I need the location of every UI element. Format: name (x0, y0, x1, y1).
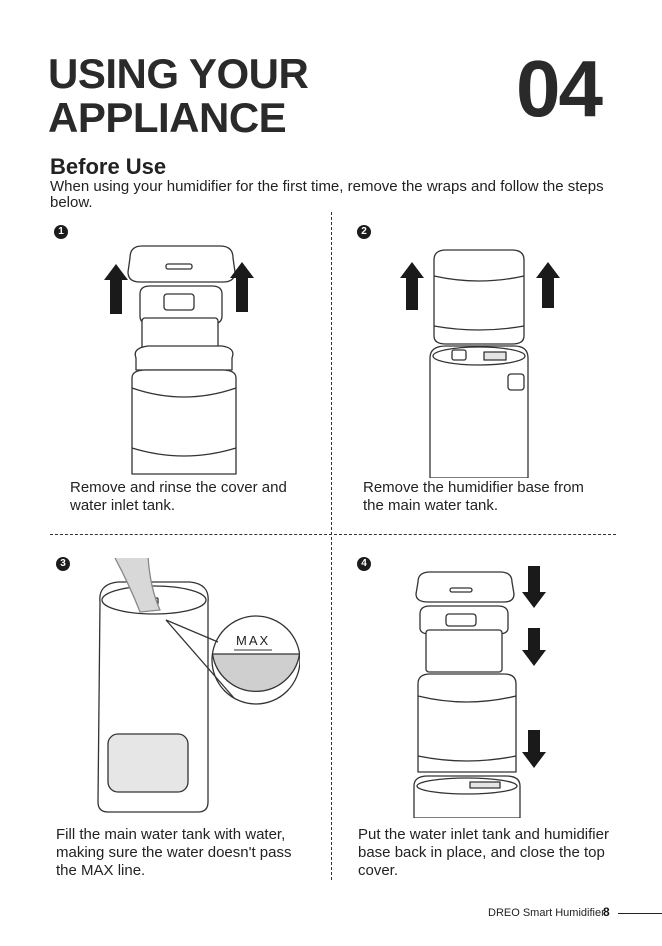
step-2-caption: Remove the humidifier base from the main… (363, 479, 584, 514)
step-3-illustration (97, 558, 300, 813)
footer-rule (618, 913, 662, 914)
vertical-divider (331, 212, 332, 880)
step-4-badge: 4 (357, 557, 371, 571)
step-2-illustration (400, 249, 560, 478)
page-title: USING YOUR APPLIANCE (48, 50, 309, 141)
max-label: MAX (236, 633, 271, 648)
step-1-caption: Remove and rinse the cover and water inl… (70, 479, 287, 514)
chapter-number: 04 (516, 44, 603, 133)
section-title: Before Use (50, 154, 167, 179)
step-3-caption: Fill the main water tank with water, mak… (56, 826, 292, 879)
footer-brand: DREO Smart Humidifier (488, 907, 605, 919)
step-3-badge: 3 (56, 557, 70, 571)
section-intro: When using your humidifier for the first… (50, 178, 604, 211)
step-2-badge: 2 (357, 225, 371, 239)
page-title-line1: USING YOUR (48, 50, 309, 97)
page-title-line2: APPLIANCE (48, 94, 287, 141)
page-number: 8 (603, 905, 610, 919)
step-1-badge: 1 (54, 225, 68, 239)
step-1-illustration (104, 245, 254, 475)
horizontal-divider (50, 534, 616, 535)
step-4-illustration (413, 566, 546, 818)
step-4-caption: Put the water inlet tank and humidifier … (358, 826, 609, 879)
